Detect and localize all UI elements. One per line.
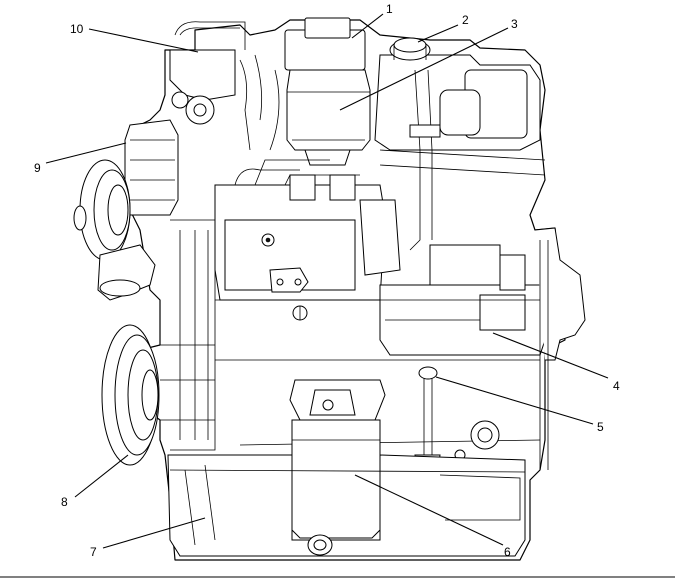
callout-1: 1 <box>386 2 393 16</box>
leader-8 <box>74 454 129 498</box>
oil-level-gauge-handle <box>418 366 438 380</box>
callout-2: 2 <box>462 13 469 27</box>
callout-7: 7 <box>90 545 97 559</box>
leader-9 <box>45 142 127 164</box>
alternator <box>124 119 179 216</box>
callout-9: 9 <box>34 161 41 175</box>
callout-labels: 1 2 3 4 5 6 7 8 9 10 <box>34 2 620 559</box>
engine-illustration <box>73 17 586 561</box>
callout-10: 10 <box>70 22 84 36</box>
valve-cover-inner <box>439 89 481 136</box>
callout-5: 5 <box>597 420 604 434</box>
leader-7 <box>102 517 206 549</box>
oil-filter <box>291 419 381 539</box>
callout-6: 6 <box>504 545 511 559</box>
oil-pan <box>167 454 526 557</box>
callout-4: 4 <box>613 379 620 393</box>
callout-3: 3 <box>511 17 518 31</box>
leader-4 <box>492 332 609 379</box>
leader-1 <box>351 13 384 39</box>
leader-6 <box>354 474 504 546</box>
leader-2 <box>417 24 459 43</box>
leader-5 <box>435 376 594 425</box>
leader-3 <box>339 27 509 111</box>
flywheel-housing <box>534 227 586 361</box>
fuel-filter-element <box>286 69 371 151</box>
fuel-filter-head-top <box>304 17 351 39</box>
callout-8: 8 <box>61 495 68 509</box>
leader-10 <box>88 28 199 53</box>
callout-leaders <box>45 13 609 549</box>
